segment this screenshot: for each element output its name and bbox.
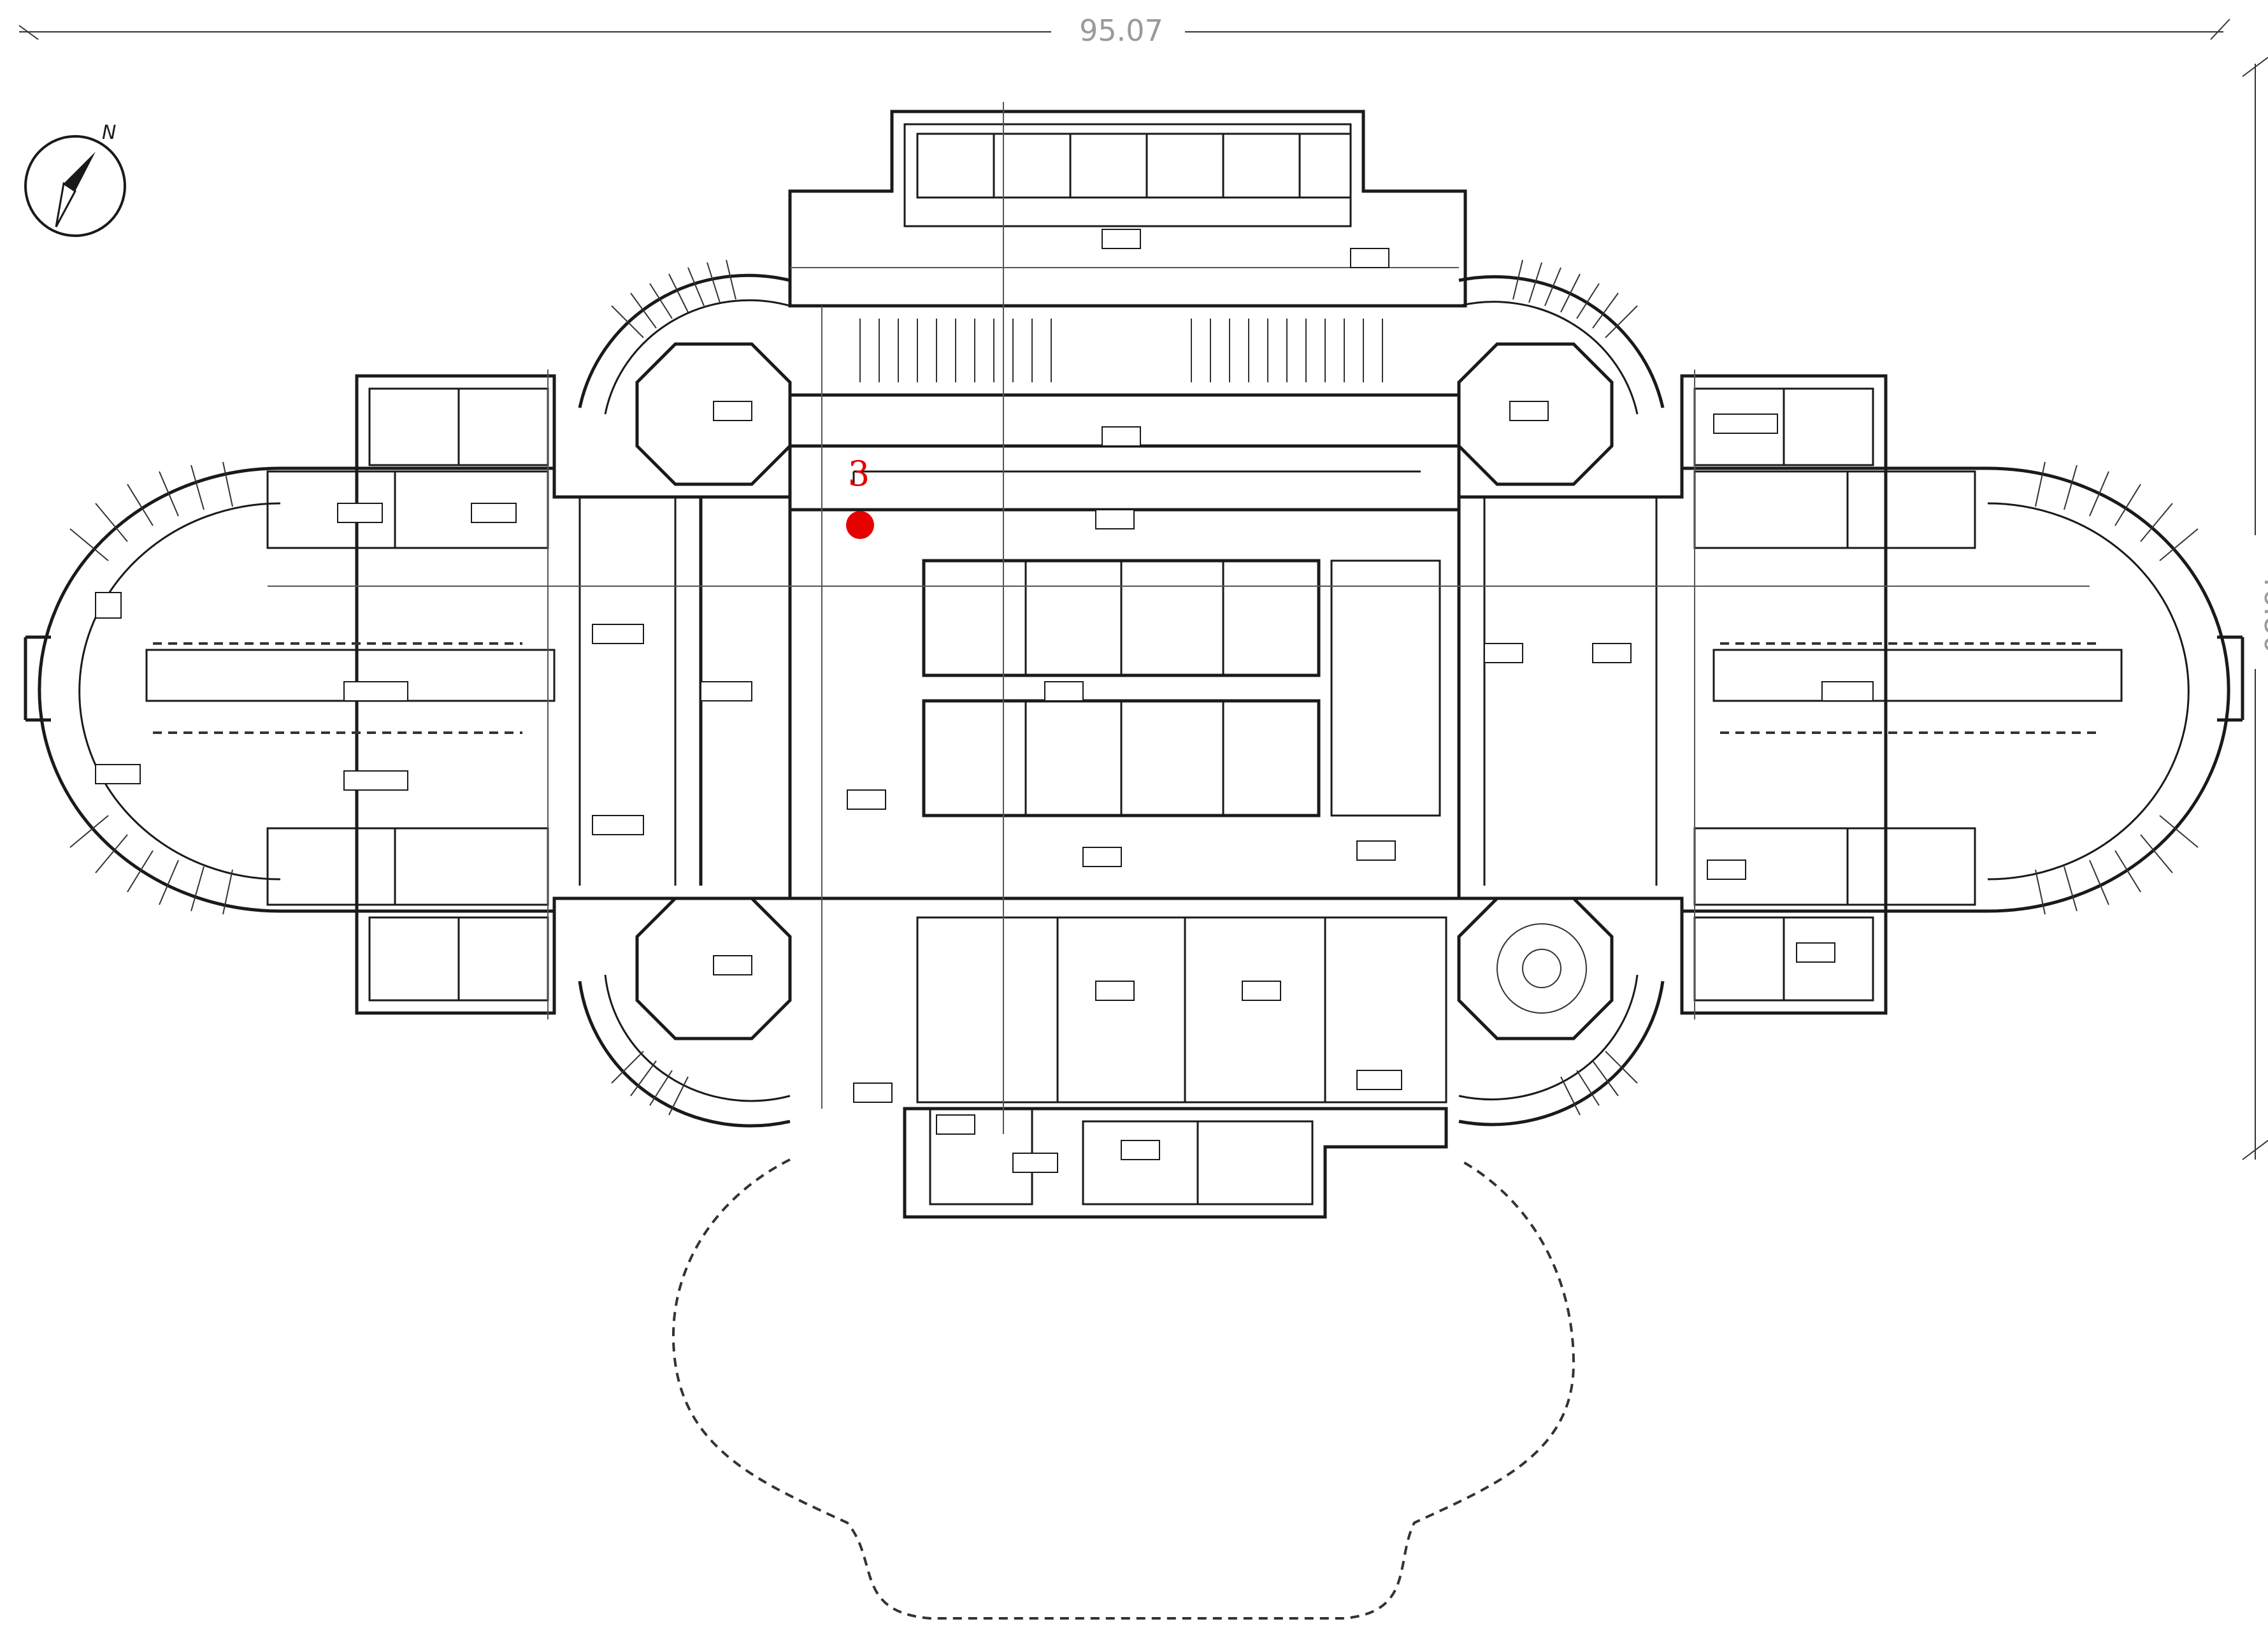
height-dimension-label: 46.80 bbox=[2258, 570, 2268, 654]
building-outline bbox=[24, 110, 2244, 1219]
width-dimension: 95.07 bbox=[18, 13, 2230, 48]
wing-dash-lines bbox=[153, 642, 2102, 734]
room-labels bbox=[95, 229, 1874, 1173]
height-dimension: 46.80 bbox=[2242, 57, 2268, 1160]
compass-icon: N bbox=[24, 122, 126, 237]
position-marker: 3 bbox=[846, 454, 874, 539]
stairs bbox=[69, 259, 2199, 1116]
interior-walls bbox=[145, 133, 2123, 1205]
north-label: N bbox=[102, 122, 116, 144]
width-dimension-label: 95.07 bbox=[1079, 13, 1163, 48]
marker-dot bbox=[846, 511, 874, 539]
terrace-outline bbox=[671, 1158, 1575, 1620]
structural-grid bbox=[268, 102, 2090, 1134]
marker-label: 3 bbox=[848, 454, 870, 494]
